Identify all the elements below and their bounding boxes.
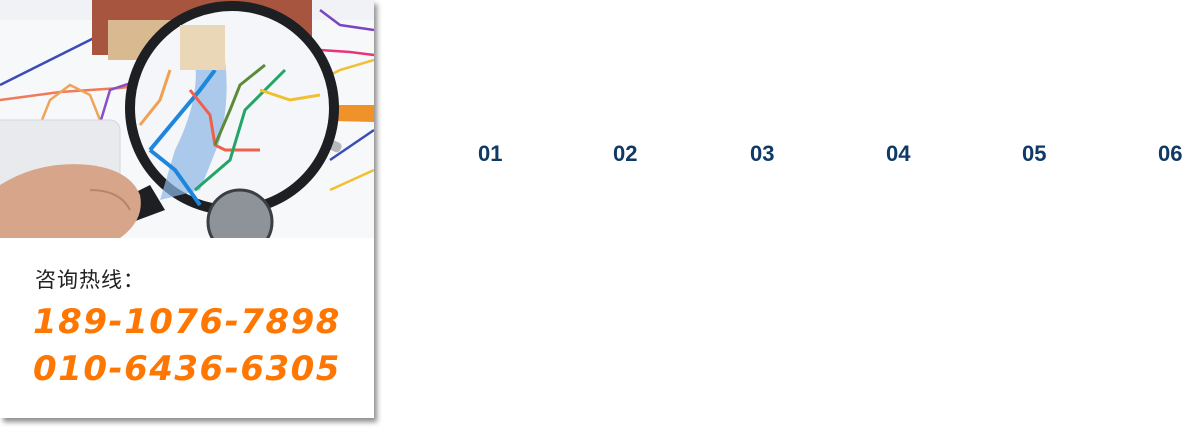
- photo-illustration: [0, 0, 374, 238]
- subway-map-magnifier-image: [0, 0, 374, 238]
- step-02[interactable]: 02: [613, 141, 638, 166]
- step-04[interactable]: 04: [886, 141, 911, 166]
- phone-number-mobile[interactable]: 189-1076-7898: [33, 302, 341, 342]
- step-06[interactable]: 06: [1158, 141, 1183, 166]
- hotline-label: 咨询热线：: [35, 268, 145, 292]
- step-03[interactable]: 03: [750, 141, 775, 166]
- contact-card: 咨询热线： 189-1076-7898 010-6436-6305: [0, 0, 374, 418]
- step-numbers: 01 02 03 04 05 06: [0, 141, 1202, 171]
- step-05[interactable]: 05: [1022, 141, 1047, 166]
- phone-number-landline[interactable]: 010-6436-6305: [33, 349, 341, 389]
- step-01[interactable]: 01: [478, 141, 503, 166]
